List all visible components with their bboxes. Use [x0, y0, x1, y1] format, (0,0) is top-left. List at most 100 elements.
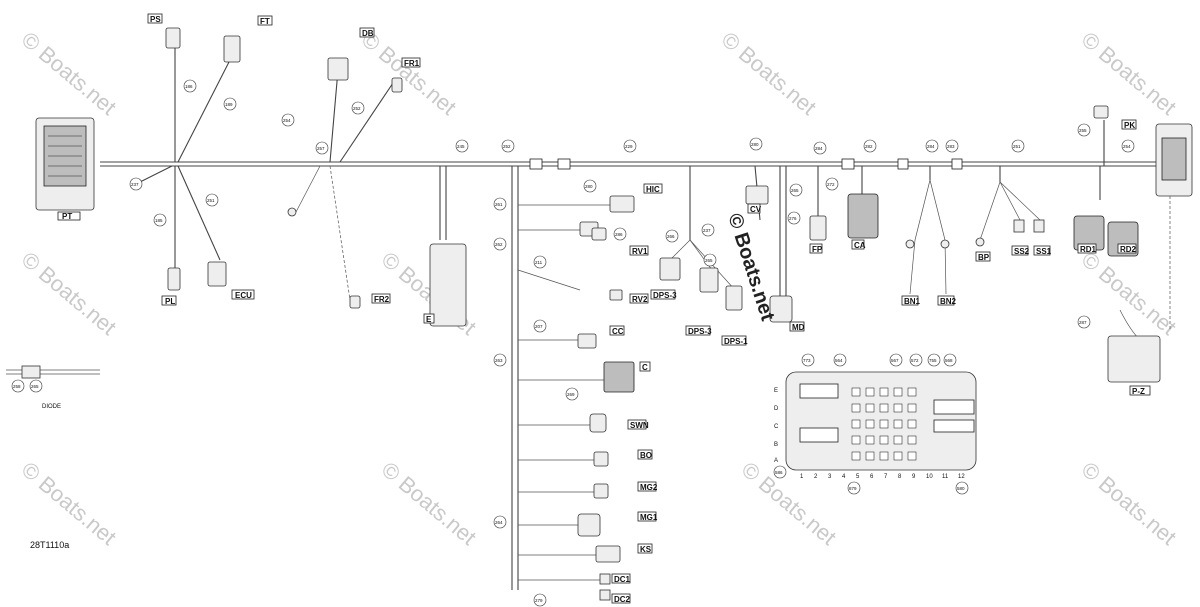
ecu-row-label: C: [774, 424, 779, 430]
svg-text:580: 580: [957, 486, 965, 491]
fuse-box-code: PT: [62, 212, 72, 221]
ecu-col-label: 2: [814, 474, 818, 480]
regulator-rd1-code: RD1: [1080, 245, 1097, 254]
ref-bubble: 276: [789, 216, 797, 221]
ref-bubble: 207: [535, 324, 543, 329]
ref-bubble: 272: [827, 182, 835, 187]
svg-text:773: 773: [803, 358, 811, 363]
ref-bubble: 257: [317, 146, 325, 151]
ecu-col-label: 10: [926, 474, 933, 480]
ecu-pin-grid: [851, 387, 917, 461]
relay-rv2-code: RV2: [632, 295, 648, 304]
ref-bubble: 265: [31, 384, 39, 389]
ecu-col-label: 9: [912, 474, 916, 480]
ref-bubble: 185: [155, 218, 163, 223]
branch-db-fr: DB FR1 FR2: [287, 27, 421, 309]
solenoid-ss2-code: SS2: [1014, 247, 1030, 256]
ref-bubble: 252: [503, 144, 511, 149]
ecu-col-label: 8: [898, 474, 902, 480]
ref-bubble: 265: [791, 188, 799, 193]
ref-bubble: 245: [457, 144, 465, 149]
ground-bn1-code: BN1: [904, 297, 921, 306]
ref-bubble: 282: [865, 144, 873, 149]
ref-bubble: 251: [1013, 144, 1021, 149]
connector-dc2-code: DC2: [614, 595, 631, 604]
central-components: HIC RV1 RV2 CC C SWN BO MG2 MG1 KS DC1: [577, 183, 663, 604]
ref-bubble: 237: [703, 228, 711, 233]
ecu-callouts: 773 564 567 572 755 568 586 879 580: [773, 353, 969, 495]
ref-bubble: 286: [615, 232, 623, 237]
ref-bubble: 186: [185, 84, 193, 89]
watermark: © Boats.net: [1077, 457, 1181, 550]
ecu-connector: E D C B A 1 2 3 4 5 6 7 8 9 10 11 12 773…: [773, 353, 977, 495]
ecu-col-label: 4: [842, 474, 846, 480]
ref-bubble: 284: [815, 146, 823, 151]
ref-bubble: 287: [1079, 320, 1087, 325]
svg-text:564: 564: [835, 358, 843, 363]
connector-fr1-code: FR1: [404, 59, 420, 68]
fuse-box-pz-code: P-Z: [1132, 387, 1145, 396]
ref-bubble: 189: [225, 102, 233, 107]
watermark: © Boats.net: [17, 457, 121, 550]
svg-text:586: 586: [775, 470, 783, 475]
switch-bo-code: BO: [640, 451, 652, 460]
ecu-row-label: D: [774, 406, 779, 412]
sensor-dps3-b-code: DPS-3: [688, 327, 712, 336]
sensor-ft-code: FT: [260, 17, 270, 26]
ecu-col-label: 5: [856, 474, 860, 480]
watermark-layer: © Boats.net © Boats.net © Boats.net © Bo…: [17, 27, 1181, 550]
sensor-dps3-a-code: DPS-3: [653, 291, 677, 300]
right-edge-box: P-Z: [1107, 123, 1193, 396]
actuator-md-code: MD: [792, 323, 805, 332]
ecu-row-label: A: [774, 458, 778, 464]
sensor-pl-code: PL: [165, 297, 175, 306]
watermark: © Boats.net: [737, 457, 841, 550]
sensor-fp-code: FP: [812, 245, 823, 254]
switch-mg2-code: MG2: [640, 483, 658, 492]
relay-rv1-code: RV1: [632, 247, 648, 256]
ecu-row-label: E: [774, 388, 778, 394]
sensor-cv-code: CV: [750, 205, 762, 214]
main-harness: [100, 158, 1160, 170]
connector-e: E: [423, 166, 467, 327]
ecu-col-label: 11: [942, 474, 949, 480]
ref-bubble: 258: [13, 384, 21, 389]
ref-bubble: 266: [667, 234, 675, 239]
ref-bubble: 264: [495, 520, 503, 525]
ref-bubble: 280: [585, 184, 593, 189]
ref-bubble: 261: [495, 202, 503, 207]
ref-bubble: 251: [207, 198, 215, 203]
ref-bubble: 283: [947, 144, 955, 149]
watermark: © Boats.net: [357, 27, 461, 120]
svg-text:879: 879: [849, 486, 857, 491]
regulator-rd2-code: RD2: [1120, 245, 1137, 254]
ecu-col-label: 1: [800, 474, 804, 480]
ref-bubble: 262: [495, 242, 503, 247]
reference-bubbles: 237 186 189 185 251 254 257 252 245 252 …: [11, 79, 1135, 607]
svg-text:572: 572: [911, 358, 919, 363]
connector-fr2-code: FR2: [374, 295, 390, 304]
ref-bubble: 254: [283, 118, 291, 123]
fuse-box-left: PT: [35, 117, 95, 221]
central-vertical-harness: [511, 166, 610, 590]
branch-upper-left: PS FT PL ECU: [139, 13, 273, 306]
sensor-dps1-code: DPS-1: [724, 337, 748, 346]
switch-ks-code: KS: [640, 545, 652, 554]
connector-cc-code: CC: [612, 327, 624, 336]
dps-sensors: DPS-3 DPS-3 DPS-1: [650, 166, 748, 346]
solenoid-ss1-code: SS1: [1036, 247, 1052, 256]
ref-bubble: 229: [625, 144, 633, 149]
relay-pk-code: PK: [1124, 121, 1135, 130]
ecu-row-label: B: [774, 442, 778, 448]
ref-bubble: 263: [495, 358, 503, 363]
ref-bubble: 284: [927, 144, 935, 149]
terminal-bp-code: BP: [978, 253, 990, 262]
svg-text:568: 568: [945, 358, 953, 363]
sensor-ca-code: CA: [854, 241, 866, 250]
right-branch-sensors: BN1 BN2 BP SS2 SS1: [901, 166, 1052, 306]
diode-assembly: DIODE: [6, 365, 100, 410]
watermark: © Boats.net: [717, 27, 821, 120]
ref-bubble: 279: [535, 598, 543, 603]
svg-text:755: 755: [929, 358, 937, 363]
